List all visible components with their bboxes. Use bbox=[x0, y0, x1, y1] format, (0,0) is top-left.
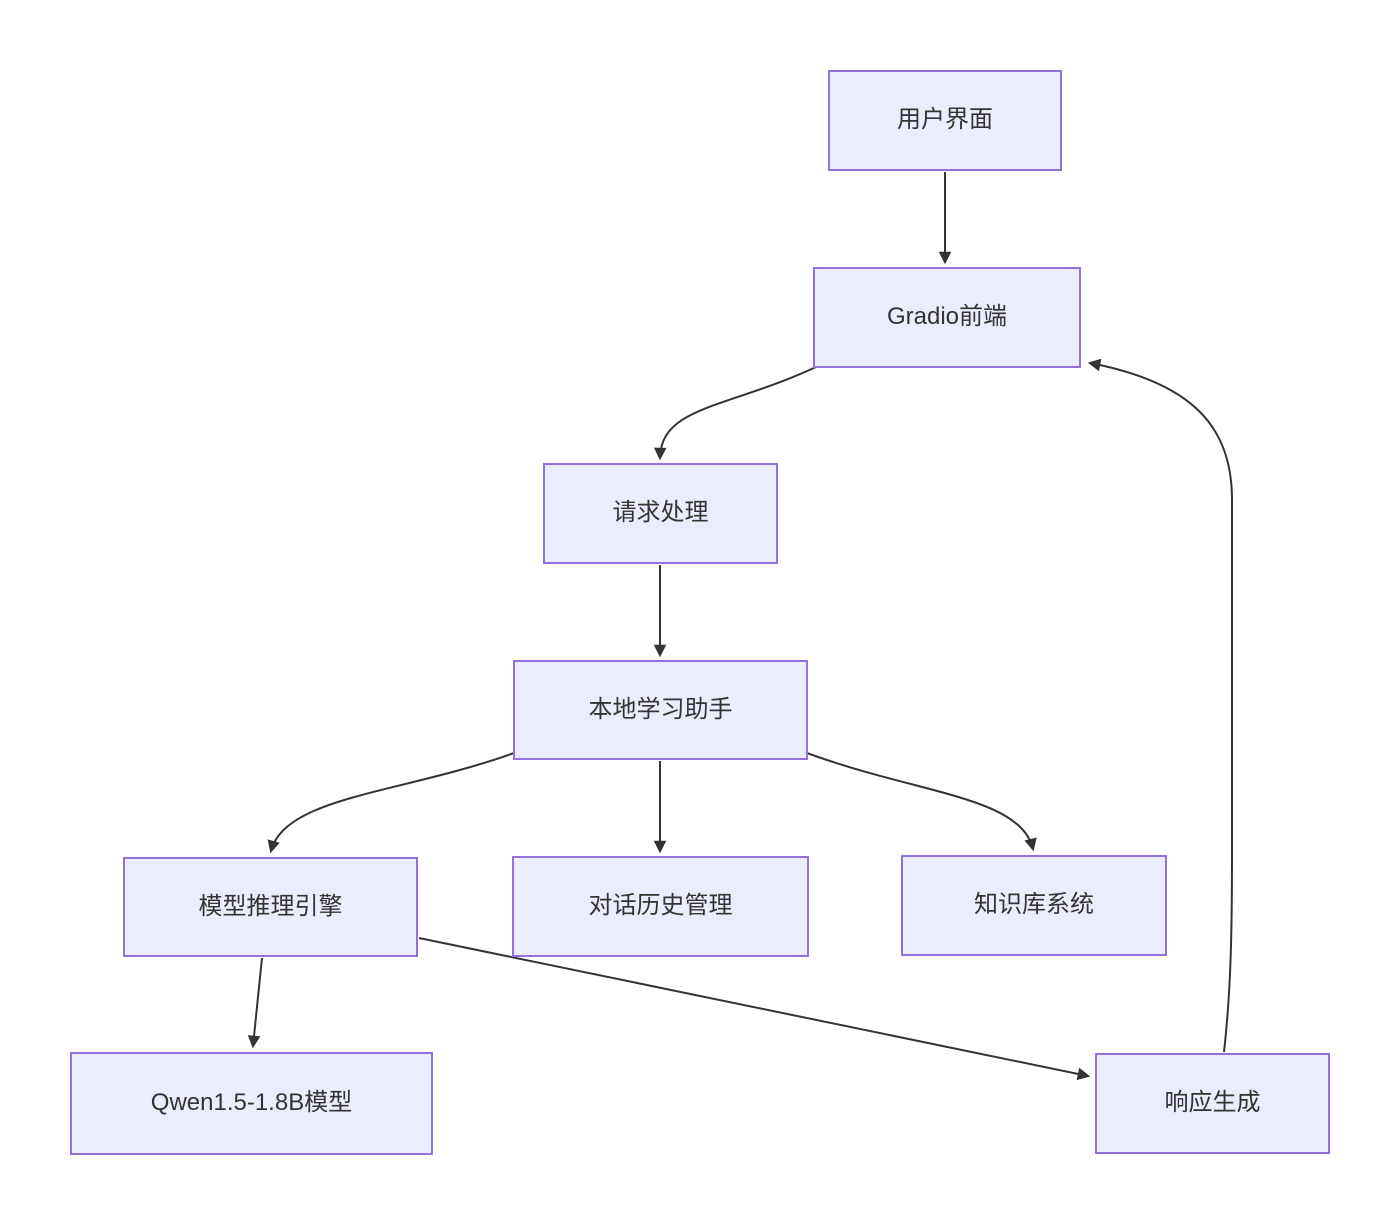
node-qwen-model: Qwen1.5-1.8B模型 bbox=[70, 1052, 433, 1155]
node-gradio-frontend-label: Gradio前端 bbox=[886, 303, 1008, 331]
node-dialog-history-management: 对话历史管理 bbox=[512, 856, 809, 957]
node-user-interface: 用户界面 bbox=[828, 70, 1062, 171]
edge-local-learning-assistant-to-knowledge-base-system bbox=[806, 752, 1037, 852]
node-gradio-frontend: Gradio前端 bbox=[813, 267, 1081, 368]
edge-model-inference-engine-to-qwen-model bbox=[247, 957, 263, 1049]
edge-local-learning-assistant-to-model-inference-engine bbox=[267, 752, 515, 854]
node-local-learning-assistant-label: 本地学习助手 bbox=[588, 695, 733, 723]
node-response-generation: 响应生成 bbox=[1095, 1053, 1330, 1154]
node-local-learning-assistant: 本地学习助手 bbox=[513, 660, 808, 760]
node-dialog-history-management-label: 对话历史管理 bbox=[588, 892, 733, 920]
node-user-interface-label: 用户界面 bbox=[897, 106, 993, 134]
node-request-processing: 请求处理 bbox=[543, 463, 778, 564]
node-model-inference-engine-label: 模型推理引擎 bbox=[198, 892, 343, 920]
edge-model-inference-engine-to-response-generation bbox=[418, 937, 1091, 1081]
node-qwen-model-label: Qwen1.5-1.8B模型 bbox=[150, 1089, 353, 1117]
node-request-processing-label: 请求处理 bbox=[612, 499, 709, 527]
node-model-inference-engine: 模型推理引擎 bbox=[123, 857, 418, 957]
node-knowledge-base-system: 知识库系统 bbox=[901, 855, 1167, 956]
edge-response-generation-to-gradio-frontend bbox=[1087, 358, 1233, 1053]
edge-gradio-frontend-to-request-processing bbox=[653, 366, 817, 461]
node-knowledge-base-system-label: 知识库系统 bbox=[974, 891, 1094, 919]
node-response-generation-label: 响应生成 bbox=[1164, 1089, 1261, 1117]
